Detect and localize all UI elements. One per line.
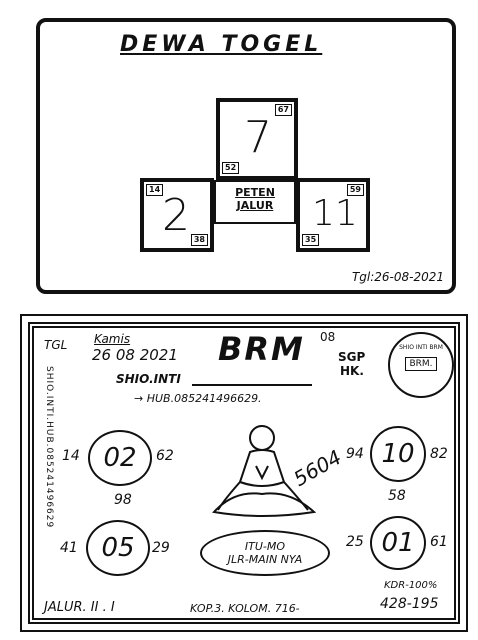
c3-right: 82 [430,446,448,462]
tag-top-left: 52 [222,162,240,174]
c1-below: 98 [114,492,132,508]
c3-left: 94 [346,446,364,462]
side-text: SHIO.INTI.HUB.085241496629 [44,366,54,529]
c3-below: 58 [388,488,406,504]
tag-right-top: 59 [346,184,364,196]
tag-left-bottom: 38 [190,234,208,246]
stamp-top: SHIO INTI BRM [399,344,443,351]
left-box: 2 14 38 [140,178,214,252]
c1-circle: 02 [88,430,152,486]
tag-right-bottom: 35 [302,234,320,246]
last-number: 428-195 [380,596,439,612]
c1-right: 62 [156,448,174,464]
c2-circle: 05 [86,520,150,576]
c3-value: 10 [381,439,415,469]
bubble-line-2: JLR-MAIN NYA [227,553,303,566]
stamp-mid: BRM. [405,357,437,371]
c2-value: 05 [101,533,135,563]
speech-bubble: ITU-MO JLR-MAIN NYA [200,530,330,576]
c2-right: 29 [152,540,170,556]
bottom-frame [28,322,460,624]
hub-label: → HUB.085241496629. [134,392,262,405]
stamp: SHIO INTI BRM BRM. [388,332,454,398]
jalur-label: JALUR. II . I [44,600,115,615]
date-number: 26 08 2021 [92,346,178,364]
hk-label: HK. [340,364,364,378]
c1-value: 02 [103,443,137,473]
right-box: 11 59 35 [296,178,370,252]
monk-figure-icon [212,425,317,517]
left-number: 2 [162,190,190,241]
middle-label-1: PETEN [235,186,275,199]
brand-logo: BRM [218,330,305,368]
bottom-card: TGL Kamis 26 08 2021 BRM 08 SGP HK. SHIO… [20,314,468,632]
c3-circle: 10 [370,426,426,482]
right-number: 11 [312,193,358,234]
tgl-label: TGL [44,338,68,352]
c2-left: 41 [60,540,78,556]
top-date: Tgl:26-08-2021 [351,270,444,284]
shio-label: SHIO.INTI [116,372,181,386]
sgp-label: SGP [338,350,366,364]
shio-line [192,384,312,386]
c4-left: 25 [346,534,364,550]
center-box: 7 67 52 [216,98,298,180]
c4-value: 01 [381,528,415,558]
kdr-label: KDR-100% [384,580,438,591]
c4-right: 61 [430,534,448,550]
middle-label-box: PETEN JALUR [214,180,296,224]
tag-left-top: 14 [146,184,164,196]
c1-left: 14 [62,448,80,464]
day-label: Kamis [94,332,131,346]
day-code: 08 [320,330,336,344]
c4-circle: 01 [370,516,426,570]
top-card: DEWA TOGEL 7 67 52 2 14 38 PETEN JALUR 1… [36,18,456,294]
bubble-line-1: ITU-MO [244,540,286,553]
top-title: DEWA TOGEL [120,32,323,57]
kop-label: KOP.3. KOLOM. 716- [190,602,300,615]
tag-top-right: 67 [274,104,292,116]
center-number: 7 [244,112,272,163]
middle-label-2: JALUR [236,199,274,212]
